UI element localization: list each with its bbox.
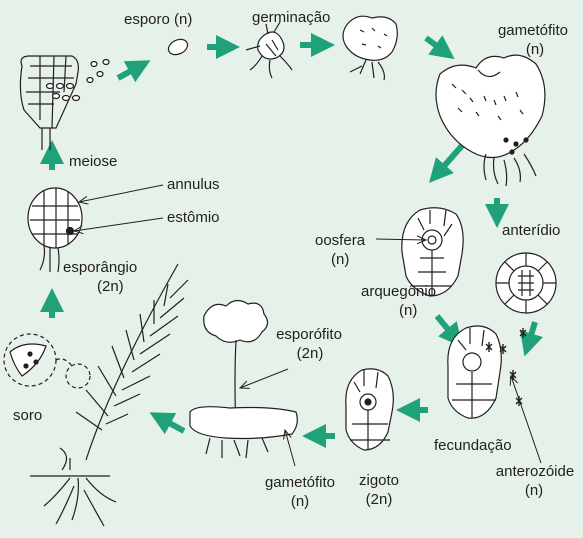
fertilization-archegonium [448, 326, 526, 418]
label-esporangio-ploidy: (2n) [97, 278, 124, 296]
label-germinacao: germinação [252, 9, 330, 27]
antheridium [496, 253, 556, 313]
label-gametofito-bottom-ploidy: (n) [280, 493, 320, 511]
label-estomio: estômio [167, 209, 220, 227]
young-sporophyte [190, 300, 297, 458]
label-esporangio: esporângio [63, 259, 137, 277]
label-gametofito-top: gametófito [490, 22, 576, 40]
label-esporofito: esporófito [264, 326, 354, 344]
label-oosfera: oosfera [315, 232, 365, 250]
label-anteridio: anterídio [502, 222, 560, 240]
young-gametophyte [343, 16, 397, 80]
arrow-to-gametophyte [426, 38, 445, 52]
label-soro: soro [13, 407, 42, 425]
label-gametofito-bottom: gametófito [256, 474, 344, 492]
label-annulus: annulus [167, 176, 220, 194]
mature-gametophyte [436, 55, 545, 186]
label-zigoto: zigoto [349, 472, 409, 490]
label-anterozoide-ploidy: (n) [514, 482, 554, 500]
label-zigoto-ploidy: (2n) [359, 491, 399, 509]
label-esporo: esporo (n) [124, 11, 192, 29]
spore [166, 36, 190, 57]
arrow-antherozoid [528, 322, 535, 345]
germinating-spore [246, 22, 292, 78]
label-esporofito-ploidy: (2n) [290, 345, 330, 363]
open-sporangium [20, 56, 109, 150]
label-fecundacao: fecundação [434, 437, 512, 455]
label-gametofito-top-ploidy: (n) [515, 41, 555, 59]
arrow-to-fertilization [437, 316, 455, 338]
label-arquegonio-ploidy: (n) [399, 302, 417, 320]
sorus-detail [4, 334, 90, 388]
arrow-spore-release [118, 66, 140, 78]
arrow-to-adult-fern [160, 418, 184, 431]
zygote-archegonium [346, 369, 394, 450]
label-arquegonio: arquegônio [361, 283, 436, 301]
label-oosfera-ploidy: (n) [331, 251, 349, 269]
label-meiose: meiose [69, 153, 117, 171]
label-anterozoide: anterozóide [488, 463, 582, 481]
